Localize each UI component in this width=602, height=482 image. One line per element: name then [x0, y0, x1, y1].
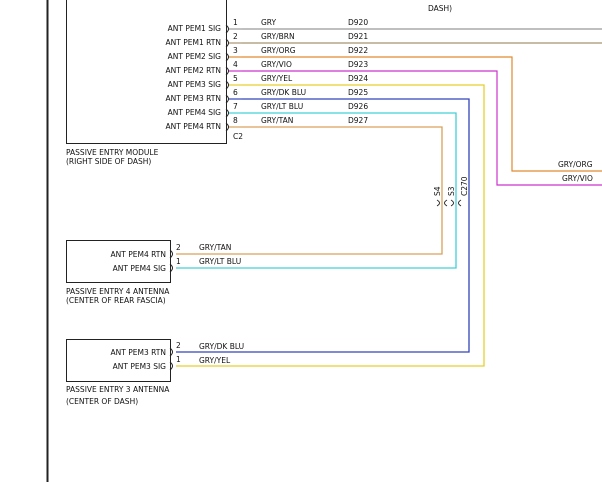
pem-pin-terminal: [225, 94, 229, 104]
antenna3-pin1-label: ANT PEM3 SIG: [113, 362, 167, 371]
splice-s3: S3: [447, 186, 456, 196]
pem-pin-number: 2: [233, 32, 238, 41]
wire-gry-yel: [176, 84, 485, 367]
antenna4-pin1-num: 1: [176, 257, 181, 266]
antenna4-name: PASSIVE ENTRY 4 ANTENNA: [66, 287, 170, 296]
antenna3-pin2-label: ANT PEM3 RTN: [111, 348, 166, 357]
pem-circuit-id: D923: [348, 60, 368, 69]
connector-c270: C270: [460, 176, 469, 196]
splice-s4-marker: [436, 199, 448, 207]
pem-circuit-id: D921: [348, 32, 368, 41]
pem-pin-terminal: [225, 24, 229, 34]
antenna3-pin2-terminal: [169, 347, 173, 357]
antenna3-pin1-terminal: [169, 361, 173, 371]
pem-pin-terminal: [225, 38, 229, 48]
pem-pin-terminal: [225, 108, 229, 118]
pem-pin-label: ANT PEM1 RTN: [166, 38, 221, 47]
pem-pin-terminal: [225, 52, 229, 62]
top-right-fragment: DASH): [428, 4, 452, 13]
pem-pin-number: 6: [233, 88, 238, 97]
pem-circuit-id: D920: [348, 18, 368, 27]
pem-wire-color: GRY/TAN: [261, 116, 293, 125]
antenna3-name: PASSIVE ENTRY 3 ANTENNA: [66, 385, 170, 394]
antenna3-wire-dk-blu: GRY/DK BLU: [199, 342, 244, 351]
antenna4-pin2-num: 2: [176, 243, 181, 252]
pem-wire-color: GRY/YEL: [261, 74, 293, 83]
antenna4-wire-tan: GRY/TAN: [199, 243, 231, 252]
pem-box: [66, 0, 227, 144]
pem-location: (RIGHT SIDE OF DASH): [66, 157, 151, 166]
pem-wire-color: GRY/ORG: [261, 46, 296, 55]
antenna3-location: (CENTER OF DASH): [66, 397, 138, 406]
antenna4-pin1-terminal: [169, 263, 173, 273]
pem-pin-label: ANT PEM4 RTN: [166, 122, 221, 131]
antenna3-pin1-num: 1: [176, 355, 181, 364]
splice-s4: S4: [433, 186, 442, 196]
pem-pin-terminal: [225, 80, 229, 90]
pem-pin-label: ANT PEM3 RTN: [166, 94, 221, 103]
pem-pin-label: ANT PEM2 RTN: [166, 66, 221, 75]
pem-wire-color: GRY/VIO: [261, 60, 292, 69]
pem-pin-number: 5: [233, 74, 238, 83]
pem-pin-number: 7: [233, 102, 238, 111]
antenna4-location: (CENTER OF REAR FASCIA): [66, 296, 166, 305]
pem-pin-label: ANT PEM3 SIG: [168, 80, 222, 89]
antenna4-pin2-terminal: [169, 249, 173, 259]
pem-connector: C2: [233, 132, 243, 141]
wire-gry-vio: [242, 70, 602, 186]
wire-gry-org: [242, 56, 602, 172]
pem-circuit-id: D925: [348, 88, 368, 97]
antenna4-box: [66, 240, 171, 283]
pem-name: PASSIVE ENTRY MODULE: [66, 148, 159, 157]
pem-pin-label: ANT PEM4 SIG: [168, 108, 222, 117]
wire-gry-dk-blu: [176, 98, 470, 353]
pem-pin-label: ANT PEM1 SIG: [168, 24, 222, 33]
pem-circuit-id: D927: [348, 116, 368, 125]
antenna4-wire-lt-blu: GRY/LT BLU: [199, 257, 241, 266]
pem-circuit-id: D924: [348, 74, 368, 83]
antenna3-wire-yel: GRY/YEL: [199, 356, 231, 365]
antenna4-pin1-label: ANT PEM4 SIG: [113, 264, 167, 273]
antenna3-box: [66, 339, 171, 382]
pem-wire-color: GRY: [261, 18, 277, 27]
pem-pin-number: 4: [233, 60, 238, 69]
pem-pin-number: 3: [233, 46, 238, 55]
pem-wire-color: GRY/BRN: [261, 32, 295, 41]
pem-pin-terminal: [225, 66, 229, 76]
right-wire-label-org: GRY/ORG: [558, 160, 593, 169]
wire-gry-tan: [176, 126, 443, 255]
wire-gry-lt-blu: [176, 112, 457, 269]
pem-pin-number: 1: [233, 18, 238, 27]
pem-wire-color: GRY/DK BLU: [261, 88, 306, 97]
pem-pin-label: ANT PEM2 SIG: [168, 52, 222, 61]
right-wire-label-vio: GRY/VIO: [562, 174, 593, 183]
pem-circuit-id: D926: [348, 102, 368, 111]
antenna4-pin2-label: ANT PEM4 RTN: [111, 250, 166, 259]
pem-circuit-id: D922: [348, 46, 368, 55]
pem-wire-color: GRY/LT BLU: [261, 102, 303, 111]
splice-s3-marker: [450, 199, 462, 207]
pem-pin-number: 8: [233, 116, 238, 125]
pem-pin-terminal: [225, 122, 229, 132]
antenna3-pin2-num: 2: [176, 341, 181, 350]
